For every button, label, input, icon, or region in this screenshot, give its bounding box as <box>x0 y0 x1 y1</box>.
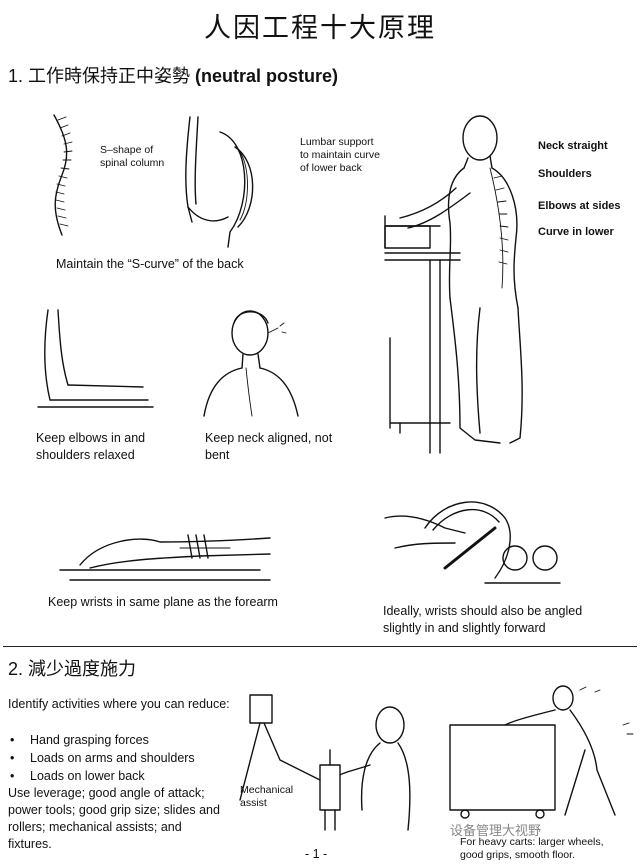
mech-assist-label: Mechanical assist <box>240 784 294 809</box>
neck-headset-illustration <box>203 310 299 417</box>
elbows-illustration <box>37 309 154 408</box>
lumbar-support-illustration <box>185 116 254 248</box>
caption-scurve: Maintain the “S-curve” of the back <box>56 257 244 271</box>
label-elbows-at-sides: Elbows at sides <box>538 200 621 212</box>
section2-bullet-list: Hand grasping forces Loads on arms and s… <box>8 731 195 785</box>
lumbar-label: Lumbar support to maintain curve of lowe… <box>300 136 380 174</box>
caption-wrists: Keep wrists in same plane as the forearm <box>48 595 278 609</box>
mechanical-assist-illustration <box>239 694 411 831</box>
bullet-item: Loads on arms and shoulders <box>8 749 195 767</box>
bullet-item: Loads on lower back <box>8 767 195 785</box>
label-shoulders: Shoulders <box>538 168 592 180</box>
carts-label: For heavy carts: larger wheels, good gri… <box>460 836 604 861</box>
label-curve-in-lower: Curve in lower <box>538 226 614 238</box>
cart-pushing-illustration <box>449 685 634 819</box>
page-title: 人因工程十大原理 <box>204 13 436 44</box>
caption-neck: Keep neck aligned, not bent <box>205 431 333 462</box>
section2-heading: 2. 減少過度施力 <box>8 659 137 679</box>
bullet-item: Hand grasping forces <box>8 731 195 749</box>
spine-illustration <box>53 114 73 236</box>
caption-ideal: Ideally, wrists should also be angled sl… <box>383 604 583 635</box>
section1-heading: 1. 工作時保持正中姿勢 (neutral posture) <box>8 62 338 88</box>
section2-leverage-text: Use leverage; good angle of attack; powe… <box>8 786 220 851</box>
watermark: 设备管理大视野 <box>450 823 542 838</box>
wrist-keyboard-illustration <box>59 534 271 581</box>
section1-heading-en: (neutral posture) <box>195 66 339 86</box>
caption-elbows: Keep elbows in and shoulders relaxed <box>36 431 146 462</box>
section-divider <box>3 646 637 647</box>
section2-intro: Identify activities where you can reduce… <box>8 697 230 711</box>
spine-label: S–shape of spinal column <box>100 144 165 169</box>
section1-heading-prefix: 1. 工作時保持正中姿勢 <box>8 66 196 86</box>
label-neck-straight: Neck straight <box>538 140 608 152</box>
page-number: - 1 - <box>305 847 328 861</box>
steering-wheel-illustration <box>384 501 561 584</box>
standing-worker-illustration <box>384 115 523 454</box>
